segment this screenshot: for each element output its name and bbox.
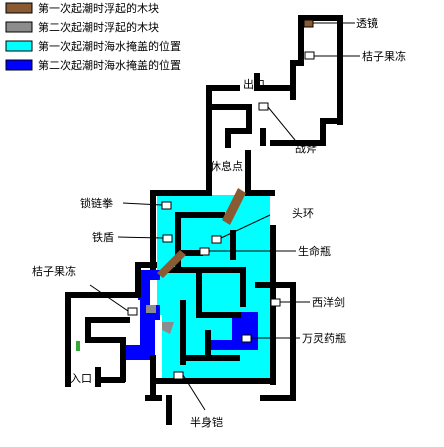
- label-headband: 头环: [292, 207, 314, 220]
- label-battle-axe: 战斧: [295, 142, 317, 155]
- gray-swatch: [5, 21, 33, 33]
- label-half-armor: 半身铠: [190, 415, 223, 429]
- orange-jelly-top-marker: [304, 51, 315, 60]
- gray-block-upper: [146, 305, 156, 313]
- panacea-marker: [241, 334, 252, 343]
- blue-swatch: [5, 59, 33, 71]
- label-panacea: 万灵药瓶: [302, 331, 346, 345]
- label-orange-jelly-left: 桔子果冻: [32, 264, 76, 278]
- iron-shield-marker: [162, 234, 173, 243]
- life-potion-marker: [199, 247, 210, 256]
- headband-marker: [211, 235, 222, 244]
- map-labels: 透镜 桔子果冻 出口 战斧 休息点 锁链拳 头环 铁盾 生命瓶 桔子果冻 西洋剑…: [32, 16, 406, 429]
- half-armor-marker: [173, 371, 184, 380]
- brown-block-lower: [157, 250, 186, 278]
- label-life-potion: 生命瓶: [298, 244, 331, 258]
- label-rest-point: 休息点: [210, 159, 243, 173]
- gray-block-lower: [162, 322, 174, 334]
- western-sword-marker: [270, 298, 281, 307]
- legend-label-3: 第一次起潮时海水掩盖的位置: [38, 39, 181, 53]
- label-orange-jelly-top: 桔子果冻: [362, 49, 406, 63]
- label-chain-claw: 锁链拳: [80, 196, 113, 210]
- brown-block-upper: [222, 188, 246, 225]
- leader-lines: [89, 22, 360, 411]
- label-western-sword: 西洋剑: [312, 295, 345, 309]
- legend-label-1: 第一次起潮时浮起的木块: [38, 1, 159, 15]
- legend-label-4: 第二次起潮时海水掩盖的位置: [38, 58, 181, 72]
- label-lens: 透镜: [356, 16, 378, 30]
- orange-jelly-left-marker: [127, 307, 138, 316]
- legend-label-2: 第二次起潮时浮起的木块: [38, 20, 159, 34]
- green-marker: [76, 341, 80, 351]
- label-exit: 出口: [243, 77, 265, 91]
- item-markers: [127, 19, 315, 380]
- brown-swatch: [5, 2, 33, 14]
- battle-axe-marker: [258, 102, 269, 111]
- label-entrance: 入口: [70, 372, 92, 385]
- legend: 第一次起潮时浮起的木块 第二次起潮时浮起的木块 第一次起潮时海水掩盖的位置 第二…: [5, 1, 181, 72]
- cyan-swatch: [5, 40, 33, 52]
- lens-marker: [303, 19, 314, 28]
- chain-claw-marker: [161, 201, 172, 210]
- floating-blocks: [76, 188, 246, 351]
- label-iron-shield: 铁盾: [92, 231, 114, 244]
